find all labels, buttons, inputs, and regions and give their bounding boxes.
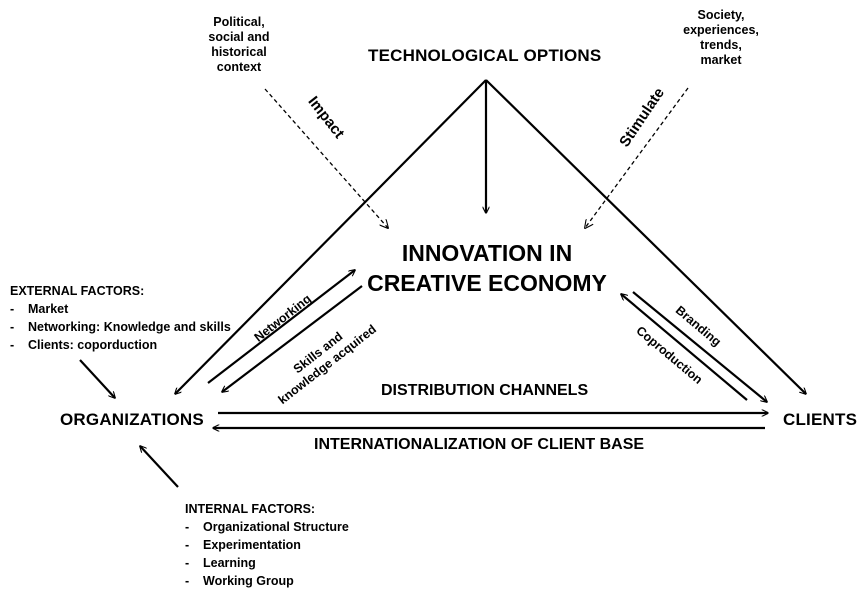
context-right-line: trends, (700, 38, 742, 52)
label-distribution-channels: DISTRIBUTION CHANNELS (381, 382, 589, 399)
context-right-line: Society, (697, 8, 745, 22)
context-left-line: social and (208, 30, 270, 44)
context-right-line: market (700, 53, 742, 67)
node-innovation-creative-economy: INNOVATION IN CREATIVE ECONOMY (366, 238, 608, 298)
internal-factor-item: Experimentation (185, 536, 349, 554)
innovation-line-1: INNOVATION IN (401, 240, 573, 266)
external-factors-list: Market Networking: Knowledge and skills … (10, 300, 231, 354)
external-factor-item: Clients: coporduction (10, 336, 231, 354)
arrow-impact-dashed (264, 88, 388, 228)
internal-factors-title: INTERNAL FACTORS: (185, 502, 316, 516)
arrow-internal-factors (140, 446, 179, 488)
context-society-experiences-trends-market: Society, experiences, trends, market (674, 8, 768, 68)
context-left-line: Political, (213, 15, 265, 29)
arrow-tech-to-clients (485, 79, 806, 394)
external-factor-item: Market (10, 300, 231, 318)
internal-factor-item: Working Group (185, 572, 349, 590)
arrow-skills-knowledge (222, 285, 363, 392)
internal-factors-list: Organizational Structure Experimentation… (185, 518, 349, 590)
arrow-networking (207, 270, 355, 384)
context-right-line: experiences, (683, 23, 759, 37)
node-clients: CLIENTS (783, 410, 858, 429)
label-internationalization-client-base: INTERNATIONALIZATION OF CLIENT BASE (314, 436, 645, 453)
context-left-line: historical (211, 45, 267, 59)
arrow-external-factors (79, 359, 115, 398)
internal-factor-item: Organizational Structure (185, 518, 349, 536)
arrow-coproduction (621, 294, 748, 401)
external-factor-item: Networking: Knowledge and skills (10, 318, 231, 336)
internal-factor-item: Learning (185, 554, 349, 572)
context-political-social-historical: Political, social and historical context (196, 15, 282, 75)
arrow-branding (632, 291, 767, 402)
internal-factors: INTERNAL FACTORS: Organizational Structu… (185, 500, 349, 590)
arrow-stimulate-dashed (585, 87, 689, 228)
external-factors: EXTERNAL FACTORS: Market Networking: Kno… (10, 282, 231, 354)
node-organizations: ORGANIZATIONS (60, 410, 204, 429)
external-factors-title: EXTERNAL FACTORS: (10, 284, 145, 298)
innovation-line-2: CREATIVE ECONOMY (367, 270, 607, 296)
node-technological-options: TECHNOLOGICAL OPTIONS (368, 46, 602, 65)
context-left-line: context (216, 60, 262, 74)
